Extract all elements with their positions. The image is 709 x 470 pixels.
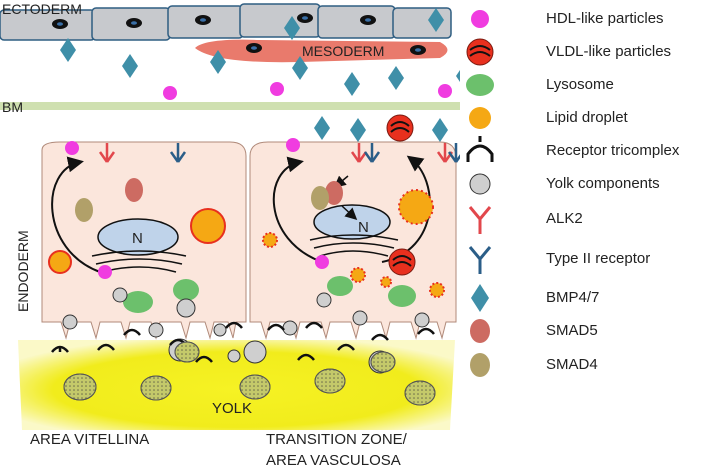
lipid-droplets xyxy=(48,189,445,298)
legend-label: Lipid droplet xyxy=(546,109,628,126)
vldl-particle-icon xyxy=(466,38,494,66)
hdl-particle-icon xyxy=(471,10,489,28)
lysosome-icon xyxy=(466,74,494,96)
lysosomes xyxy=(123,276,416,313)
smad5-icon xyxy=(470,319,490,343)
ectoderm-layer xyxy=(0,3,452,41)
area-vitellina-label: AREA VITELLINA xyxy=(30,431,149,448)
receptor-tricomplex-icon xyxy=(466,136,494,162)
nucleus-left xyxy=(91,218,187,273)
legend-label: ALK2 xyxy=(546,210,583,227)
bmp-diamond-icon xyxy=(471,284,489,312)
legend-label: BMP4/7 xyxy=(546,289,600,306)
area-vasculosa-label: AREA VASCULOSA xyxy=(266,452,401,469)
legend-label: Type II receptor xyxy=(546,250,651,267)
smad5-molecules xyxy=(125,178,343,205)
smad4-molecules xyxy=(75,186,329,222)
legend-item-lipid: Lipid droplet xyxy=(458,103,708,133)
yolk-granules xyxy=(63,341,436,406)
legend-item-smad5: SMAD5 xyxy=(458,316,708,346)
legend-item-lysosome: Lysosome xyxy=(458,70,708,100)
smad4-icon xyxy=(470,353,490,377)
nucleus-left-label: N xyxy=(132,230,143,247)
legend-item-tricomplex: Receptor tricomplex xyxy=(458,136,708,166)
alk2-receptor-icon xyxy=(468,206,492,234)
mesoderm-layer xyxy=(195,39,448,63)
legend-label: Receptor tricomplex xyxy=(546,142,680,159)
legend-label: Yolk components xyxy=(546,175,660,192)
legend-label: VLDL-like particles xyxy=(546,43,672,60)
smad-arrow-2 xyxy=(341,205,358,221)
mesoderm-label: MESODERM xyxy=(302,43,384,59)
ectoderm-label: ECTODERM xyxy=(2,1,82,17)
legend-item-bmp: BMP4/7 xyxy=(458,283,708,313)
vldl-particles xyxy=(386,114,416,276)
legend-item-hdl: HDL-like particles xyxy=(458,4,708,34)
receptor-tricomplexes xyxy=(51,321,435,363)
legend-item-yolk: Yolk components xyxy=(458,169,708,199)
legend-item-alk2: ALK2 xyxy=(458,204,708,234)
basement-membrane xyxy=(0,102,460,110)
bmp-diamonds-upper xyxy=(60,8,460,96)
transcytosis-arrow-left xyxy=(51,156,101,273)
legend-label: SMAD4 xyxy=(546,356,598,373)
type-ii-receptor-icon xyxy=(468,246,492,274)
legend-item-vldl: VLDL-like particles xyxy=(458,37,708,67)
hdl-particles-upper xyxy=(163,82,452,100)
legend-label: HDL-like particles xyxy=(546,10,664,27)
nucleus-right xyxy=(309,204,399,257)
yolk-component-icon xyxy=(469,173,491,195)
endoderm-cell-right xyxy=(249,141,457,340)
legend-item-type2: Type II receptor xyxy=(458,244,708,274)
bmp-diamonds-lower xyxy=(314,116,448,142)
endoderm-label: ENDODERM xyxy=(15,230,31,312)
hdl-particles-cell xyxy=(65,138,329,279)
legend-label: Lysosome xyxy=(546,76,614,93)
lipid-droplet-icon xyxy=(469,107,491,129)
yolk-mass xyxy=(18,340,455,430)
transition-zone-label: TRANSITION ZONE/ xyxy=(266,431,408,448)
type-ii-receptors xyxy=(169,143,460,163)
nucleus-right-label: N xyxy=(358,219,369,236)
transcytosis-arrow-right xyxy=(272,156,323,263)
diagram-canvas: ECTODERM MESODERM BM YOLK ENDODERM xyxy=(0,1,460,469)
legend-label: SMAD5 xyxy=(546,322,598,339)
bm-label: BM xyxy=(2,99,23,115)
yolk-label: YOLK xyxy=(212,400,252,417)
legend-item-smad4: SMAD4 xyxy=(458,350,708,380)
